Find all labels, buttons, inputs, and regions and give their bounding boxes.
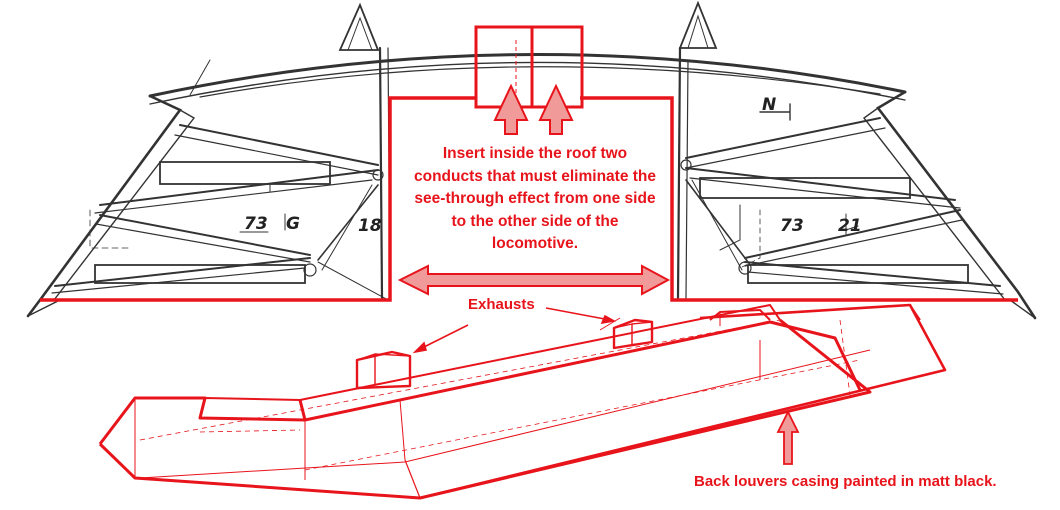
label-right-n: N [762, 95, 776, 115]
label-right-73: 73 [780, 216, 804, 236]
note-line-1: Insert inside the roof two [442, 145, 628, 162]
exhaust-box-left [355, 350, 412, 390]
louver-casing-sketch [98, 303, 947, 500]
note-line-4: to the other side of the [451, 212, 619, 230]
louver-arrow [776, 409, 800, 465]
drawing-labels: 73 G 18 73 21 N [244, 95, 862, 236]
roof-conduct-note: Insert inside the roof two conducts that… [400, 143, 670, 256]
louvers-casing-label: Back louvers casing painted in matt blac… [694, 473, 997, 490]
label-left-g: G [286, 214, 300, 234]
note-line-5: locomotive. [491, 235, 579, 252]
note-line-3: see-through effect from one side [414, 190, 656, 207]
exhaust-pointers [412, 307, 617, 354]
up-arrow-left [493, 83, 529, 135]
exhaust-box-right [612, 318, 654, 350]
note-line-2: conducts that must eliminate the [413, 167, 656, 185]
see-through-arrow [397, 264, 671, 296]
label-left-73: 73 [244, 214, 268, 234]
red-overlay [40, 25, 1018, 302]
exhausts-label: Exhausts [468, 296, 535, 313]
label-right-21: 21 [838, 216, 862, 236]
up-arrows [493, 83, 574, 135]
label-left-18: 18 [358, 216, 382, 236]
up-arrow-right [538, 83, 574, 135]
